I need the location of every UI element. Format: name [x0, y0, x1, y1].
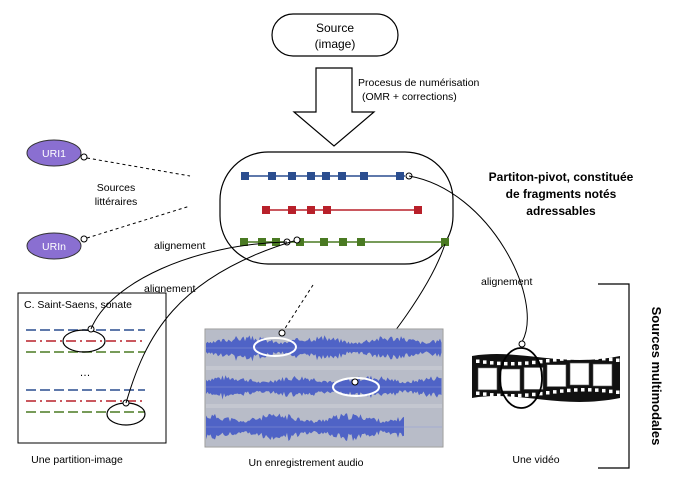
- film-sprocket-hole: [602, 356, 606, 361]
- film-frame: [500, 368, 521, 392]
- pivot-audio-dashed-link: [281, 284, 314, 334]
- film-sprocket-hole: [518, 393, 522, 398]
- film-sprocket-hole: [574, 388, 578, 392]
- film-sprocket-hole: [602, 388, 606, 393]
- alignment-label-1: alignement: [154, 240, 205, 252]
- film-sprocket-hole: [504, 361, 508, 366]
- film-frame: [523, 367, 544, 390]
- partition-image-box: C. Saint-Saens, sonate …: [17, 292, 167, 444]
- partition-ellipsis: …: [80, 367, 91, 379]
- film-sprocket-hole: [560, 389, 564, 393]
- alignment-label-3: alignement: [481, 276, 532, 288]
- uri1-link: [86, 157, 191, 177]
- source-node: Source (image): [271, 13, 399, 57]
- pivot-line-blue: [241, 172, 413, 180]
- film-sprocket-hole: [588, 356, 592, 360]
- film-frame: [592, 363, 613, 387]
- film-sprocket-hole: [511, 393, 515, 398]
- film-sprocket-hole: [539, 359, 543, 364]
- caption-video: Une vidéo: [512, 454, 559, 466]
- film-sprocket-hole: [546, 391, 550, 395]
- process-label-line2: (OMR + corrections): [362, 91, 457, 103]
- audio-highlight-1: [253, 337, 297, 357]
- uri1-node: URI1: [26, 139, 88, 167]
- film-sprocket-hole: [609, 357, 613, 362]
- multimodal-bracket: [598, 283, 630, 469]
- film-sprocket-hole: [553, 358, 557, 362]
- multimodal-sources-label: Sources multimodales: [649, 307, 664, 446]
- film-sprocket-hole: [595, 388, 599, 392]
- literary-sources-line1: Sources: [97, 182, 136, 194]
- literary-sources-line2: littéraires: [95, 196, 138, 208]
- film-sprocket-hole: [553, 390, 557, 394]
- film-sprocket-hole: [518, 361, 522, 366]
- film-sprocket-hole: [560, 357, 564, 361]
- film-sprocket-hole: [525, 393, 529, 397]
- film-sprocket-hole: [476, 391, 480, 396]
- film-sprocket-hole: [525, 361, 529, 365]
- partition-title: C. Saint-Saens, sonate: [24, 299, 132, 311]
- caption-audio: Un enregistrement audio: [249, 457, 364, 469]
- film-frame: [546, 364, 567, 387]
- pivot-title-line3: adressables: [526, 204, 596, 218]
- alignment-curve-partition-2: [125, 239, 298, 404]
- film-sprocket-hole: [581, 388, 585, 392]
- source-label-line1: Source: [316, 21, 354, 35]
- alignment-curve-partition-1: [90, 241, 288, 330]
- urin-node: URIn: [26, 232, 88, 260]
- digitization-arrow: [292, 67, 376, 147]
- film-frame: [569, 362, 590, 386]
- audio-highlight-2: [332, 377, 380, 397]
- source-label-line2: (image): [315, 37, 356, 51]
- process-label-line1: Procesus de numérisation: [358, 77, 480, 89]
- audio-waveform-2: [206, 375, 442, 400]
- caption-partition-image: Une partition-image: [31, 454, 123, 466]
- film-sprocket-hole: [574, 356, 578, 360]
- film-strip: [472, 354, 620, 402]
- film-sprocket-hole: [497, 393, 501, 398]
- film-sprocket-hole: [588, 388, 592, 392]
- pivot-line-red: [262, 206, 422, 214]
- film-sprocket-hole: [616, 390, 620, 394]
- film-sprocket-hole: [595, 356, 599, 360]
- film-sprocket-hole: [483, 360, 487, 364]
- pivot-title-line2: de fragments notés: [506, 187, 617, 201]
- film-sprocket-hole: [567, 388, 571, 393]
- film-sprocket-hole: [476, 359, 480, 364]
- film-sprocket-hole: [539, 391, 543, 396]
- film-sprocket-hole: [490, 393, 494, 397]
- film-sprocket-hole: [616, 358, 620, 362]
- film-sprocket-hole: [490, 361, 494, 365]
- video-highlight: [499, 347, 543, 409]
- pivot-title-line1: Partiton-pivot, constituée: [489, 170, 634, 184]
- film-sprocket-hole: [609, 389, 613, 394]
- film-sprocket-hole: [532, 360, 536, 365]
- film-sprocket-hole: [497, 361, 501, 366]
- film-frame: [477, 367, 498, 391]
- urin-link: [86, 205, 191, 239]
- uri1-label: URI1: [42, 148, 66, 160]
- film-sprocket-hole: [504, 393, 508, 398]
- film-sprocket-hole: [511, 361, 515, 366]
- film-sprocket-hole: [546, 359, 550, 363]
- film-sprocket-hole: [581, 356, 585, 360]
- film-sprocket-hole: [532, 392, 536, 397]
- film-sprocket-hole: [483, 392, 487, 396]
- pivot-score-container: [219, 151, 454, 265]
- alignment-label-2: alignement: [144, 283, 195, 295]
- alignment-curve-video: [408, 175, 528, 343]
- urin-label: URIn: [42, 241, 66, 253]
- partition-highlight-1: [62, 329, 106, 353]
- film-sprocket-hole: [567, 356, 571, 361]
- audio-recording: [204, 328, 444, 448]
